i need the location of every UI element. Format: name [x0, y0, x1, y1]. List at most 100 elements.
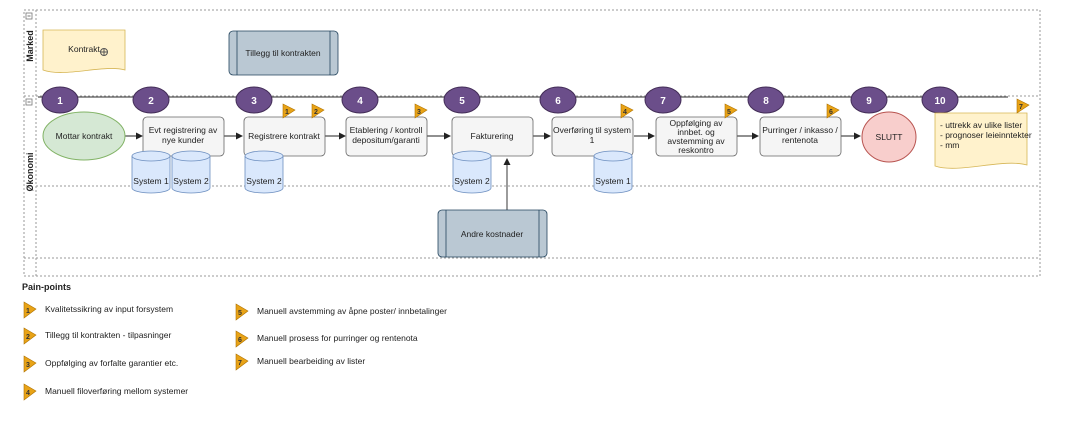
svg-text:1: 1: [57, 96, 63, 107]
tillegg-label: Tillegg til kontrakten: [245, 48, 321, 58]
system1-db-b[interactable]: System 1: [593, 150, 633, 194]
legend-item-3: 3 Oppfølging av forfalte garantier etc.: [23, 355, 178, 373]
svg-text:Manuell bearbeiding av lister: Manuell bearbeiding av lister: [257, 356, 365, 366]
svg-text:System 1: System 1: [595, 176, 631, 186]
svg-text:- mm: - mm: [940, 140, 959, 150]
evt-registrering-node[interactable]: Evt registrering av nye kunder: [142, 116, 225, 157]
system2-db-b[interactable]: System 2: [244, 150, 284, 194]
step-circles: 1 2 3 4 5 6 7 8 9 10: [41, 86, 959, 114]
svg-text:2: 2: [148, 96, 154, 107]
pain-points-legend: Pain-points 1 Kvalitetssikring av input …: [22, 282, 447, 401]
svg-text:2: 2: [26, 334, 30, 341]
svg-text:5: 5: [238, 310, 242, 317]
svg-text:Overføring til system: Overføring til system: [553, 125, 631, 135]
svg-text:Etablering / kontroll: Etablering / kontroll: [350, 125, 423, 135]
svg-text:6: 6: [238, 337, 242, 344]
pain-marker-1: 1: [282, 103, 296, 119]
svg-text:10: 10: [934, 96, 946, 107]
svg-text:Kvalitetssikring av input fors: Kvalitetssikring av input forsystem: [45, 304, 173, 314]
pain-marker-3: 3: [414, 103, 428, 119]
step-6: 6: [539, 86, 577, 114]
svg-text:3: 3: [251, 96, 257, 107]
svg-text:Evt registrering av: Evt registrering av: [149, 125, 218, 135]
svg-text:rentenota: rentenota: [782, 135, 818, 145]
svg-text:3: 3: [417, 109, 421, 116]
svg-text:2: 2: [314, 109, 318, 116]
system2-db-a[interactable]: System 2: [171, 150, 211, 194]
tillegg-box[interactable]: Tillegg til kontrakten: [228, 30, 339, 76]
pain-marker-6: 6: [826, 103, 840, 119]
fakturering-node[interactable]: Fakturering: [451, 116, 534, 157]
step-5: 5: [443, 86, 481, 114]
lane-label-marked: Marked: [25, 30, 35, 62]
pain-marker-2: 2: [311, 103, 325, 119]
svg-text:avstemming av: avstemming av: [667, 136, 725, 146]
pain-markers: 1 2 3 4 5 6 7: [282, 98, 1030, 119]
legend-item-1: 1 Kvalitetssikring av input forsystem: [23, 301, 173, 319]
oppfolging-node[interactable]: Oppfølging av innbet. og avstemming av r…: [655, 116, 738, 157]
etablering-node[interactable]: Etablering / kontroll depositum/garanti: [345, 116, 428, 157]
legend-item-7: 7 Manuell bearbeiding av lister: [235, 353, 365, 371]
svg-text:depositum/garanti: depositum/garanti: [352, 135, 420, 145]
svg-text:5: 5: [727, 109, 731, 116]
svg-text:5: 5: [459, 96, 465, 107]
svg-text:7: 7: [660, 96, 666, 107]
svg-text:innbet. og: innbet. og: [677, 127, 715, 137]
svg-text:Purringer / inkasso /: Purringer / inkasso /: [762, 125, 838, 135]
lane-label-okonomi: Økonomi: [25, 152, 35, 191]
svg-text:Fakturering: Fakturering: [471, 131, 514, 141]
kontrakt-document[interactable]: Kontrakt: [42, 29, 126, 73]
andre-kostnader-box[interactable]: Andre kostnader: [437, 209, 548, 258]
mottar-kontrakt-node[interactable]: Mottar kontrakt: [42, 111, 126, 161]
legend-item-4: 4 Manuell filoverføring mellom systemer: [23, 383, 188, 401]
svg-text:1: 1: [590, 135, 595, 145]
svg-text:Manuell avstemming av åpne pos: Manuell avstemming av åpne poster/ innbe…: [257, 306, 447, 316]
legend-item-5: 5 Manuell avstemming av åpne poster/ inn…: [235, 303, 447, 321]
svg-text:4: 4: [357, 96, 363, 107]
svg-text:- uttrekk av ulike lister: - uttrekk av ulike lister: [940, 120, 1022, 130]
registrere-kontrakt-node[interactable]: Registrere kontrakt: [243, 116, 326, 157]
slutt-node[interactable]: SLUTT: [861, 111, 917, 163]
move-icon: [100, 48, 108, 56]
pain-marker-4: 4: [620, 103, 634, 119]
step-10: 10: [921, 86, 959, 114]
purringer-node[interactable]: Purringer / inkasso / rentenota: [759, 116, 842, 157]
svg-text:Manuell filoverføring mellom s: Manuell filoverføring mellom systemer: [45, 386, 188, 396]
system2-db-c[interactable]: System 2: [452, 150, 492, 194]
step-9: 9: [850, 86, 888, 114]
svg-text:SLUTT: SLUTT: [876, 132, 903, 142]
step-3: 3: [235, 86, 273, 114]
svg-text:System 1: System 1: [133, 176, 169, 186]
legend-item-2: 2 Tillegg til kontrakten - tilpasninger: [23, 327, 171, 345]
svg-text:4: 4: [26, 390, 30, 397]
svg-text:- prognoser leieinntekter: - prognoser leieinntekter: [940, 130, 1032, 140]
svg-text:1: 1: [285, 109, 289, 116]
flow-arrows: [124, 132, 861, 210]
swimlane-frame: Marked Økonomi: [23, 9, 1041, 277]
step-7: 7: [644, 86, 682, 114]
svg-text:Oppfølging av: Oppfølging av: [670, 118, 724, 128]
svg-text:9: 9: [866, 96, 872, 107]
svg-text:reskontro: reskontro: [678, 145, 714, 155]
svg-text:Andre kostnader: Andre kostnader: [461, 229, 524, 239]
svg-text:3: 3: [26, 362, 30, 369]
svg-text:1: 1: [26, 308, 30, 315]
svg-text:7: 7: [238, 360, 242, 367]
step-2: 2: [132, 86, 170, 114]
step-8: 8: [747, 86, 785, 114]
pain-marker-5: 5: [724, 103, 738, 119]
uttrekk-document[interactable]: - uttrekk av ulike lister - prognoser le…: [934, 112, 1032, 169]
pain-marker-7: 7: [1016, 98, 1030, 114]
system1-db-a[interactable]: System 1: [131, 150, 171, 194]
svg-text:Oppfølging av forfalte garanti: Oppfølging av forfalte garantier etc.: [45, 358, 178, 368]
svg-text:Registrere kontrakt: Registrere kontrakt: [248, 131, 320, 141]
step-4: 4: [341, 86, 379, 114]
kontrakt-label: Kontrakt: [68, 44, 100, 54]
svg-text:6: 6: [555, 96, 561, 107]
step-1: 1: [41, 86, 79, 114]
legend-item-6: 6 Manuell prosess for purringer og rente…: [235, 330, 418, 348]
overforing-node[interactable]: Overføring til system 1: [551, 116, 634, 157]
svg-text:System 2: System 2: [454, 176, 490, 186]
svg-text:6: 6: [829, 109, 833, 116]
